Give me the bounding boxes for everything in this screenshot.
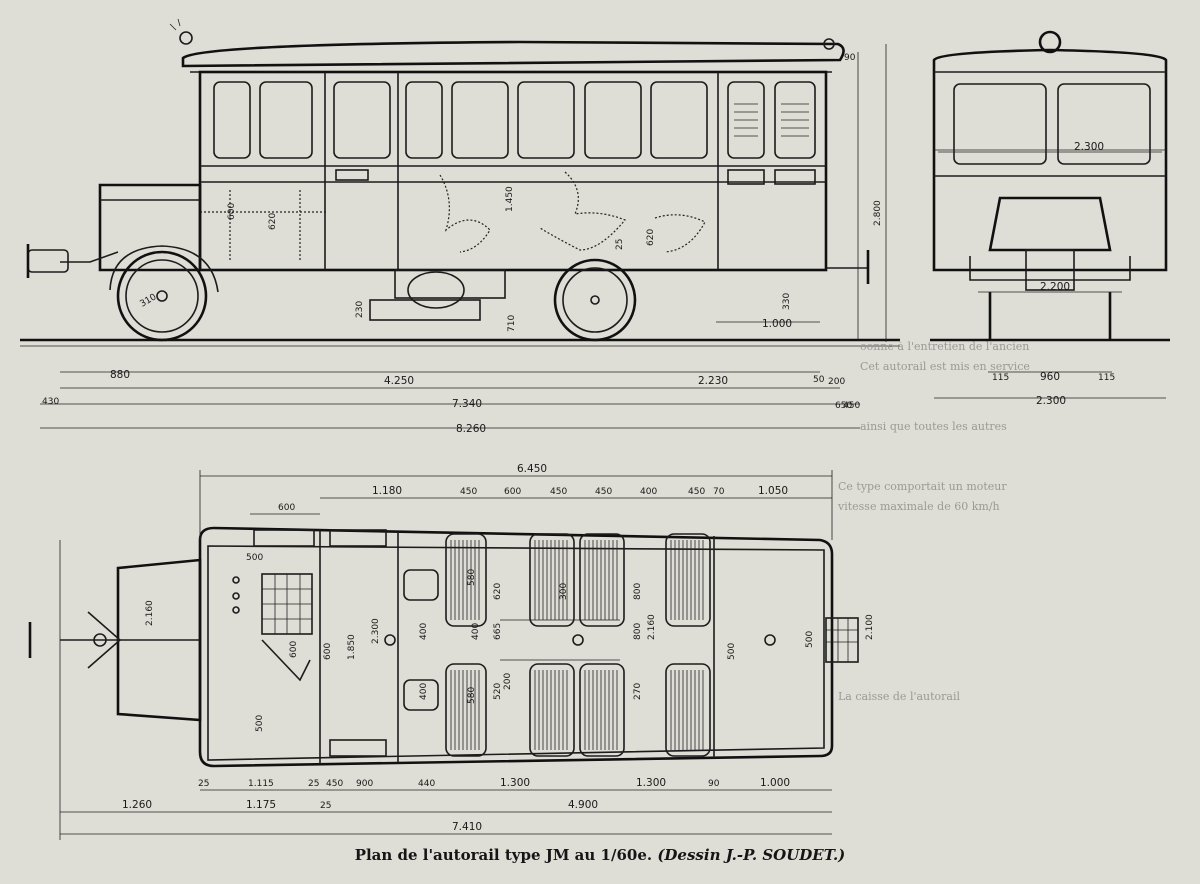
plan-dim-440: 440	[418, 779, 435, 789]
ghost-line-2: Cet autorail est mis en service	[860, 360, 1030, 373]
plan-dim-2160-mid: 2.160	[647, 614, 657, 640]
dim-50: 50	[813, 375, 825, 385]
end-dim-2300-bottom: 2.300	[1036, 395, 1066, 407]
plan-dim-600-b: 600	[278, 503, 295, 513]
plan-dim-1175: 1.175	[246, 799, 276, 811]
plan-dim-400-a: 400	[419, 623, 429, 640]
ghost-line-3: Ce type comportait un moteur	[838, 480, 1007, 493]
end-dim-115-left: 115	[992, 373, 1009, 383]
plan-dim-2160-left: 2.160	[145, 600, 155, 626]
ghost-line-1: oonne à l'entretien de l'ancien	[860, 340, 1029, 353]
plan-dim-620-c: 620	[493, 583, 503, 600]
dim-430: 430	[42, 397, 59, 407]
plan-dim-600-c: 600	[323, 643, 333, 660]
caption-credit: (Dessin J.-P. SOUDET.)	[657, 846, 846, 864]
plan-dim-6450: 6.450	[517, 463, 547, 475]
end-dim-960: 960	[1040, 371, 1060, 383]
plan-dim-2300: 2.300	[371, 618, 381, 644]
plan-dim-500-d: 500	[805, 631, 815, 648]
plan-dim-300: 300	[559, 583, 569, 600]
dim-620: 620	[268, 213, 278, 230]
dim-880: 880	[110, 369, 130, 381]
plan-dim-450-e: 450	[326, 779, 343, 789]
bleed-through-text: oonne à l'entretien de l'ancien Cet auto…	[837, 340, 1030, 703]
plan-dim-70: 70	[713, 487, 725, 497]
dim-330: 330	[782, 293, 792, 310]
plan-dim-270: 270	[633, 683, 643, 700]
plan-dim-580-b: 580	[467, 687, 477, 704]
caption-main: Plan de l'autorail type JM au 1/60e.	[354, 846, 653, 864]
plan-dim-2100: 2.100	[865, 614, 875, 640]
plan-dim-4900: 4.900	[568, 799, 598, 811]
end-view: 2.300 2.200 115 960 115 2.300	[930, 30, 1170, 407]
plan-dim-500-b: 500	[727, 643, 737, 660]
plan-dim-1850: 1.850	[347, 634, 357, 660]
dim-710: 710	[507, 315, 517, 332]
dim-8260: 8.260	[456, 423, 486, 435]
plan-dim-1260: 1.260	[122, 799, 152, 811]
plan-dim-1180: 1.180	[372, 485, 402, 497]
plan-dim-450-a: 450	[460, 487, 477, 497]
dim-90: 90	[844, 53, 856, 63]
plan-dim-500-a: 500	[255, 715, 265, 732]
plan-dim-90: 90	[708, 779, 720, 789]
plan-dim-400: 400	[640, 487, 657, 497]
ghost-line-5: ainsi que toutes les autres	[860, 420, 1007, 433]
dim-2800: 2.800	[873, 200, 883, 226]
dim-650: 650	[835, 401, 852, 411]
plan-dim-600-d: 600	[289, 641, 299, 658]
plan-dim-1115: 1.115	[248, 779, 274, 789]
plan-dim-450-d: 450	[595, 487, 612, 497]
plan-view: 6.450 1.180 450 600 450 400 450 70 1.050…	[28, 463, 875, 840]
dim-25: 25	[615, 239, 625, 250]
dim-1450: 1.450	[505, 186, 515, 212]
dim-450: 450	[843, 401, 860, 411]
plan-dim-665: 665	[493, 623, 503, 640]
dim-310: 310	[139, 292, 159, 309]
plan-dim-800-b: 800	[633, 583, 643, 600]
dim-7340: 7.340	[452, 398, 482, 410]
ghost-line-6: La caisse de l'autorail	[838, 690, 961, 703]
plan-dim-25-a: 25	[308, 779, 319, 789]
plan-dim-450-b: 450	[550, 487, 567, 497]
plan-dim-400-c: 400	[419, 683, 429, 700]
plan-dim-25-c: 25	[198, 779, 209, 789]
plan-dim-1300-b: 1.300	[636, 777, 666, 789]
dim-2230: 2.230	[698, 375, 728, 387]
plan-dim-1050: 1.050	[758, 485, 788, 497]
dim-1000: 1.000	[762, 318, 792, 330]
plan-dim-25-b: 25	[320, 801, 331, 811]
end-dim-2200: 2.200	[1040, 281, 1070, 293]
plan-dim-800-a: 800	[633, 623, 643, 640]
plan-dim-400-b: 400	[471, 623, 481, 640]
dim-620-b: 620	[646, 229, 656, 246]
end-dim-2300-top: 2.300	[1074, 141, 1104, 153]
dim-230: 230	[355, 301, 365, 318]
dim-200: 200	[828, 377, 845, 387]
plan-dim-520: 520	[493, 683, 503, 700]
plan-dim-500-c: 500	[246, 553, 263, 563]
plan-dim-1000: 1.000	[760, 777, 790, 789]
plan-dim-450-c: 450	[688, 487, 705, 497]
plan-dim-7410: 7.410	[452, 821, 482, 833]
end-dim-115-right: 115	[1098, 373, 1115, 383]
ghost-line-4: vitesse maximale de 60 km/h	[837, 500, 1000, 513]
dim-600: 600	[227, 203, 237, 220]
plan-dim-1300-a: 1.300	[500, 777, 530, 789]
side-elevation: 880 4.250 2.230 50 200 450 7.340 8.260 4…	[20, 18, 900, 435]
plan-dim-600-a: 600	[504, 487, 521, 497]
figure-caption: Plan de l'autorail type JM au 1/60e. (De…	[0, 846, 1200, 864]
plan-dim-900: 900	[356, 779, 373, 789]
plan-dim-580-a: 580	[467, 569, 477, 586]
plan-dim-200: 200	[503, 673, 513, 690]
dim-4250: 4.250	[384, 375, 414, 387]
